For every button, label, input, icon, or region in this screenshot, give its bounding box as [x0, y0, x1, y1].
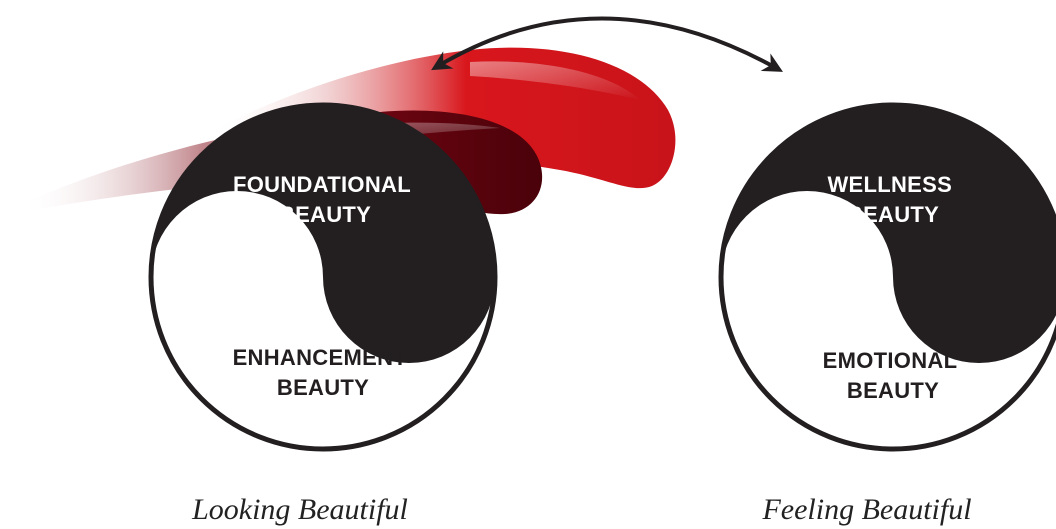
right-caption: Feeling Beautiful [761, 493, 971, 526]
curved-double-arrow-icon [431, 16, 783, 72]
left-top-label-line1: FOUNDATIONAL [233, 172, 411, 197]
left-bottom-label: ENHANCEMENT BEAUTY [233, 345, 414, 400]
left-top-label: FOUNDATIONAL BEAUTY [233, 172, 417, 227]
left-yin-yang [148, 102, 498, 452]
right-top-label-line1: WELLNESS [827, 172, 952, 197]
right-bottom-label-line2: BEAUTY [847, 378, 939, 403]
right-top-label-line2: BEAUTY [847, 202, 939, 227]
right-bottom-label-line1: EMOTIONAL [823, 348, 957, 373]
right-top-label: WELLNESS BEAUTY [827, 172, 958, 227]
left-bottom-label-line1: ENHANCEMENT [233, 345, 408, 370]
left-caption: Looking Beautiful [191, 493, 408, 526]
left-top-label-line2: BEAUTY [279, 202, 371, 227]
left-yin-yang-dark-half [151, 105, 495, 363]
right-yin-yang-dark-half [721, 105, 1056, 363]
right-yin-yang [718, 102, 1056, 452]
left-bottom-label-line2: BEAUTY [277, 375, 369, 400]
right-bottom-label: EMOTIONAL BEAUTY [823, 348, 964, 403]
